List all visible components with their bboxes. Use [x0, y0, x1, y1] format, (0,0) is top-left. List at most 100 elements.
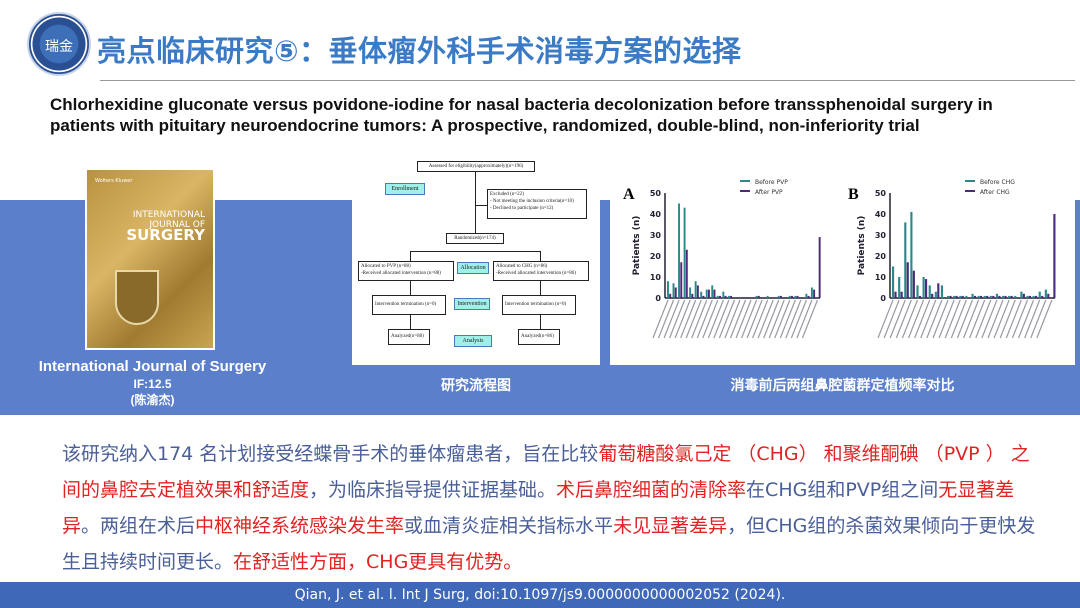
x-tick-mark	[652, 299, 669, 339]
bar	[700, 291, 703, 298]
x-tick-mark	[932, 299, 949, 339]
summary-segment: 。两组在术后	[81, 515, 196, 537]
x-tick-mark	[981, 299, 998, 339]
bar	[713, 289, 716, 298]
bar	[931, 293, 934, 298]
x-tick-mark	[944, 299, 961, 339]
x-tick-mark	[741, 299, 758, 339]
bar	[947, 295, 950, 298]
y-axis-label: Patients (n)	[632, 216, 642, 276]
bar	[796, 295, 799, 298]
x-tick-mark	[950, 299, 967, 339]
x-tick-mark	[702, 299, 719, 339]
flow-alloc-pvp: Allocated to PVP (n=88)-Received allocat…	[358, 261, 454, 281]
bar	[694, 281, 697, 298]
bar	[727, 295, 730, 298]
flow-label-intervention: Intervention	[454, 298, 490, 310]
bar	[992, 295, 995, 298]
bar	[910, 211, 913, 298]
cover-publisher: Wolters Kluwer	[95, 178, 133, 184]
flow-label-allocation: Allocation	[457, 262, 489, 274]
x-tick-mark	[895, 299, 912, 339]
bar	[705, 289, 708, 298]
citation-footer: Qian, J. et al. l. Int J Surg, doi:10.10…	[0, 582, 1080, 608]
x-tick-mark	[801, 299, 819, 339]
charts-caption: 消毒前后两组鼻腔菌群定植频率对比	[730, 377, 955, 393]
bar	[986, 295, 989, 298]
bar	[894, 291, 897, 298]
flow-randomized: Randomized(n=174)	[446, 233, 504, 244]
x-tick-mark	[962, 299, 980, 339]
flow-label-enrollment: Enrollment	[385, 183, 425, 195]
bar	[807, 295, 810, 298]
x-tick-mark	[669, 299, 686, 339]
summary-segment: 中枢神经系统感染发生率	[195, 515, 405, 537]
x-tick-mark	[969, 299, 986, 339]
x-tick-mark	[926, 299, 943, 339]
summary-segment: 该研究纳入174 名计划接受经蝶骨手术的垂体瘤患者，旨在比较	[62, 443, 599, 465]
bar	[995, 293, 999, 298]
bar	[1038, 291, 1041, 298]
bar	[683, 207, 686, 298]
bar	[1047, 293, 1050, 298]
bar	[805, 293, 808, 298]
bar	[980, 295, 983, 298]
bar	[971, 293, 974, 298]
bar	[961, 295, 964, 298]
bar	[678, 203, 681, 298]
bar	[959, 295, 962, 298]
legend-label: After CHG	[980, 189, 1010, 196]
institution-logo: 瑞金	[27, 12, 91, 76]
bar	[1041, 295, 1044, 298]
paper-title: Chlorhexidine gluconate versus povidone-…	[50, 95, 993, 135]
bar	[912, 270, 915, 298]
x-tick-mark	[680, 299, 697, 339]
bar	[757, 295, 760, 298]
x-tick-mark	[779, 299, 796, 339]
x-tick-mark	[696, 299, 713, 339]
x-tick-mark	[724, 299, 741, 339]
y-tick-label: 30	[875, 231, 887, 240]
summary-segment: 未见显著差异	[613, 515, 728, 537]
bar	[925, 279, 928, 298]
bar	[898, 277, 901, 298]
x-tick-mark	[901, 299, 919, 339]
y-tick-label: 0	[880, 294, 886, 303]
x-tick-mark	[975, 299, 992, 339]
bar	[719, 295, 721, 298]
bar	[766, 295, 769, 298]
bar	[674, 287, 677, 298]
flow-alloc-chg: Allocated to CHG (n=86)-Received allocat…	[493, 261, 589, 281]
x-tick-mark	[1005, 299, 1022, 339]
x-tick-mark	[657, 299, 675, 339]
bar	[702, 295, 705, 298]
bar	[689, 287, 692, 298]
bar	[934, 291, 937, 298]
bar	[1014, 295, 1017, 298]
summary-segment: 在舒适性方面，CHG更具有优势。	[233, 551, 523, 573]
x-tick-mark	[877, 299, 894, 339]
panel-label: B	[848, 186, 859, 203]
x-tick-mark	[938, 299, 955, 339]
x-tick-mark	[907, 299, 925, 339]
bar	[922, 277, 925, 298]
bar	[965, 295, 968, 298]
bar	[1044, 289, 1047, 298]
bar	[777, 295, 780, 298]
bar	[916, 285, 919, 298]
x-tick-mark	[718, 299, 735, 339]
y-tick-label: 10	[650, 273, 662, 282]
flow-term-pvp: Intervention termination (n=0)	[372, 295, 446, 315]
y-tick-label: 40	[650, 210, 662, 219]
x-tick-mark	[999, 299, 1016, 339]
bar	[949, 295, 952, 298]
x-tick-mark	[987, 299, 1004, 339]
impact-factor: IF:12.5	[133, 377, 172, 391]
legend-label: After PVP	[755, 189, 783, 196]
bar	[667, 281, 669, 298]
bar	[1002, 295, 1005, 298]
x-tick-mark	[713, 299, 730, 339]
